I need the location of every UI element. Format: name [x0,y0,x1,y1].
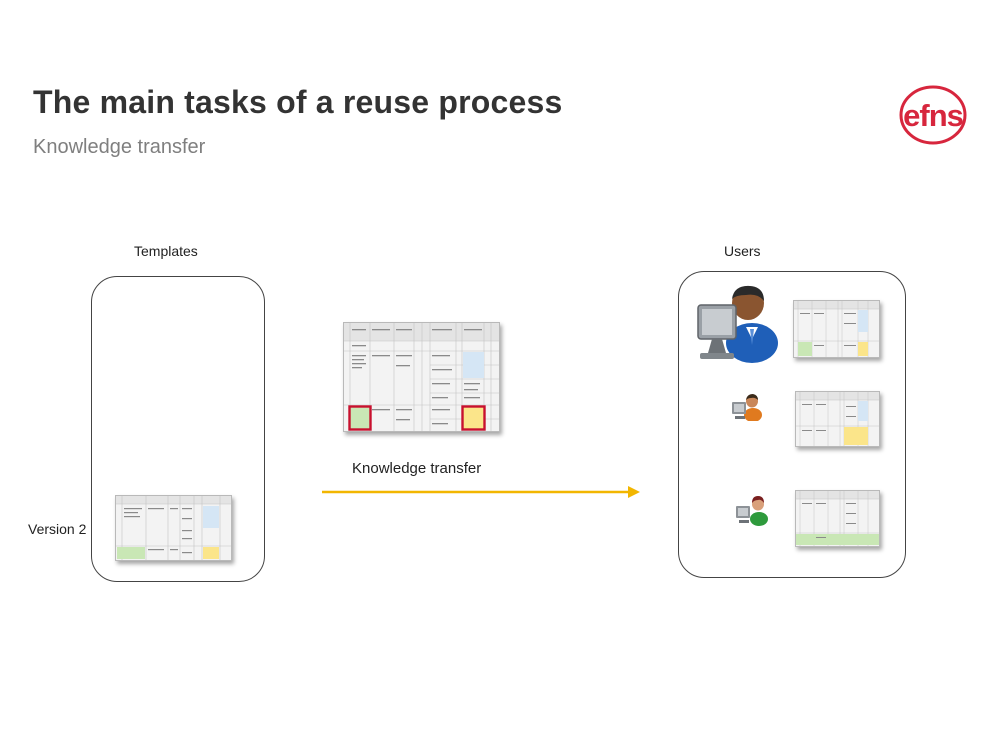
efns-logo-icon: efns [899,85,967,145]
user-at-computer-large-icon [697,285,778,363]
slide-title: The main tasks of a reuse process [33,84,563,120]
user-sheet-2[interactable] [795,391,880,447]
knowledge-template-sheet[interactable] [343,322,500,432]
templates-label: Templates [134,243,198,259]
slide-subtitle: Knowledge transfer [33,136,206,158]
knowledge-transfer-arrow [322,486,640,498]
user-sheet-3[interactable] [795,490,880,547]
user-sheet-1[interactable] [793,300,880,358]
version-label: Version 2 [28,521,87,537]
knowledge-transfer-label: Knowledge transfer [352,460,482,477]
template-sheet-version-2[interactable] [115,495,232,561]
users-label: Users [724,243,761,259]
user-at-computer-small-icon [732,394,762,421]
svg-text:efns: efns [903,98,963,133]
user-at-computer-small-icon [736,496,768,526]
